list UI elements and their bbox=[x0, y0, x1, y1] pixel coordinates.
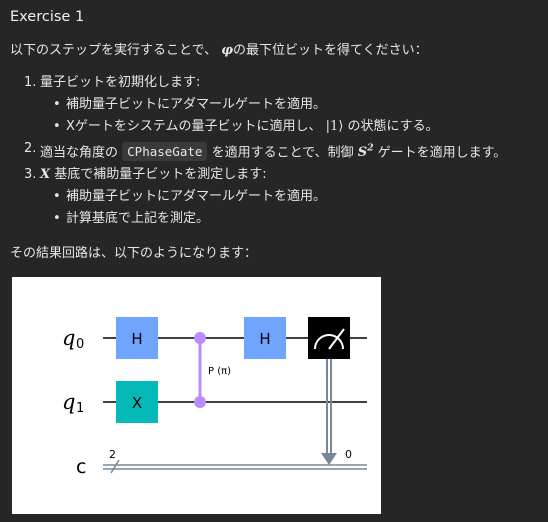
step-3-substep-1-text: 補助量子ビットにアダマールゲートを適用。 bbox=[66, 189, 327, 205]
circuit-diagram: q 0 q 1 c 2 H X P (π) H 0 bbox=[12, 277, 381, 514]
step-3-substep-1: 補助量子ビットにアダマールゲートを適用。 bbox=[53, 186, 506, 208]
x-gate bbox=[116, 381, 158, 423]
h-gate-2-label: H bbox=[259, 330, 270, 348]
s-symbol: S bbox=[357, 145, 368, 161]
step-3-substep-2-text: 計算基底で上記を測定。 bbox=[66, 211, 210, 227]
step-2-suffix: ゲートを適用します。 bbox=[377, 145, 507, 161]
q1-subscript: 1 bbox=[76, 401, 84, 416]
measure-bit-label: 0 bbox=[345, 448, 352, 461]
cphase-control-dot bbox=[194, 332, 206, 344]
step-3-substeps: 補助量子ビットにアダマールゲートを適用。 計算基底で上記を測定。 bbox=[40, 186, 506, 230]
step-1-substep-2: Xゲートをシステムの量子ビットに適用し、 |1⟩ の状態にする。 bbox=[53, 116, 506, 138]
step-3-substep-2: 計算基底で上記を測定。 bbox=[53, 208, 506, 230]
cphase-target-dot bbox=[194, 396, 206, 408]
steps-list: 量子ビットを初期化します: 補助量子ビットにアダマールゲートを適用。 Xゲートを… bbox=[0, 72, 506, 230]
step-1-substep-2-suffix: の状態にする。 bbox=[347, 119, 439, 134]
meter-needle-icon bbox=[328, 328, 345, 350]
q0-subscript: 0 bbox=[76, 337, 84, 352]
h-gate-1-label: H bbox=[131, 330, 142, 348]
h-gate-2 bbox=[244, 317, 286, 359]
meter-icon bbox=[314, 334, 344, 350]
c-label: c bbox=[76, 456, 86, 478]
intro-text: 以下のステップを実行することで、 φの最下位ビットを得てください： bbox=[10, 39, 428, 58]
ket-one-symbol: |1⟩ bbox=[325, 119, 344, 134]
c-width-label: 2 bbox=[109, 448, 116, 461]
s-exponent: 2 bbox=[367, 144, 374, 154]
step-1-substeps: 補助量子ビットにアダマールゲートを適用。 Xゲートをシステムの量子ビットに適用し… bbox=[40, 94, 506, 138]
measure-arrow-icon bbox=[321, 453, 337, 465]
step-3-text: 基底で補助量子ビットを測定します: bbox=[54, 167, 267, 183]
intro-suffix: の最下位ビットを得てください： bbox=[233, 43, 428, 58]
x-basis-symbol: X bbox=[40, 167, 51, 183]
step-3: X 基底で補助量子ビットを測定します: 補助量子ビットにアダマールゲートを適用。… bbox=[24, 164, 506, 230]
step-2: 適当な角度の CPhaseGate を適用することで、制御 S2 ゲートを適用し… bbox=[24, 138, 507, 164]
step-1-substep-1: 補助量子ビットにアダマールゲートを適用。 bbox=[53, 94, 506, 116]
cphasegate-code: CPhaseGate bbox=[122, 142, 208, 162]
result-text: その結果回路は、以下のようになります： bbox=[10, 246, 258, 261]
phi-symbol: φ bbox=[221, 43, 233, 58]
cphase-label: P (π) bbox=[208, 366, 231, 377]
q1-label: q bbox=[62, 390, 75, 414]
measure-gate bbox=[308, 317, 350, 359]
step-2-middle: を適用することで、制御 bbox=[211, 145, 354, 161]
circuit-svg: q 0 q 1 c 2 H X P (π) H 0 bbox=[62, 317, 367, 478]
q0-label: q bbox=[62, 326, 75, 350]
s-squared-symbol: S2 bbox=[357, 144, 374, 161]
intro-prefix: 以下のステップを実行することで、 bbox=[10, 43, 218, 58]
x-gate-label: X bbox=[132, 394, 142, 412]
step-1-substep-1-text: 補助量子ビットにアダマールゲートを適用。 bbox=[66, 97, 327, 112]
exercise-title: Exercise 1 bbox=[10, 9, 85, 25]
step-1-substep-2-prefix: Xゲートをシステムの量子ビットに適用し、 bbox=[66, 119, 322, 134]
step-1-text: 量子ビットを初期化します: bbox=[40, 75, 201, 90]
classical-wire bbox=[103, 459, 367, 474]
step-2-prefix: 適当な角度の bbox=[40, 145, 119, 161]
step-1: 量子ビットを初期化します: 補助量子ビットにアダマールゲートを適用。 Xゲートを… bbox=[24, 72, 506, 138]
h-gate-1 bbox=[116, 317, 158, 359]
